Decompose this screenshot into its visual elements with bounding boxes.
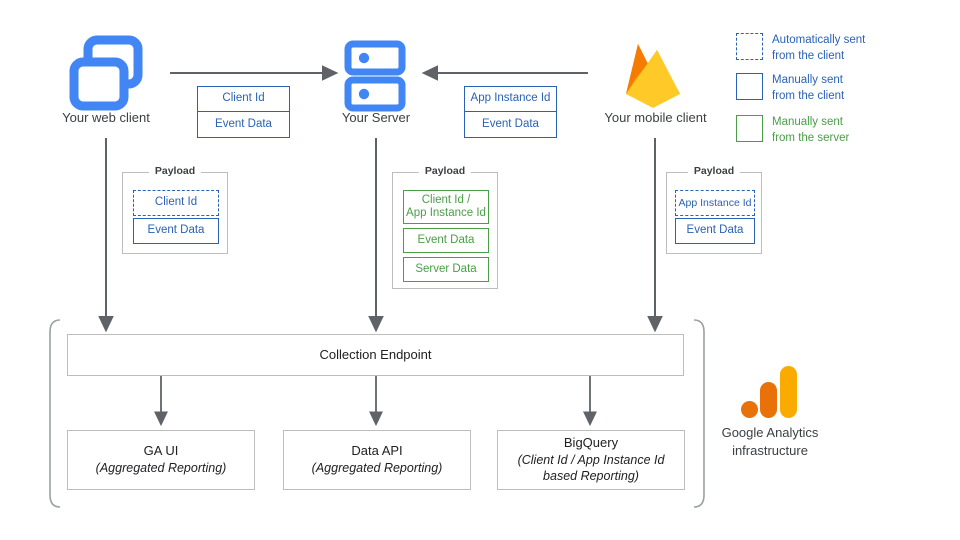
infrastructure-bracket-right (693, 319, 705, 508)
infrastructure-bracket-left (49, 319, 61, 508)
output-title: GA UI (143, 443, 179, 459)
chip-app-instance-id[interactable]: App Instance Id (675, 190, 755, 216)
output-subtitle: (Aggregated Reporting) (95, 461, 227, 476)
collection-endpoint-label: Collection Endpoint (319, 346, 432, 362)
transport-chips-web-to-server: Client Id Event Data (197, 86, 290, 138)
chip-client-id[interactable]: Client Id (197, 86, 290, 112)
node-web-client-label: Your web client (62, 110, 150, 125)
legend-item-manual-server: Manually sent from the server (736, 115, 849, 146)
google-analytics-bars-icon (741, 366, 797, 418)
legend-line1: Automatically sent (772, 34, 866, 46)
output-subtitle: (Aggregated Reporting) (311, 461, 443, 476)
ga-brand-caption: Google Analytics infrastructure (690, 424, 850, 459)
legend-line1: Manually sent (772, 116, 843, 128)
chip-client-id-app-instance-id[interactable]: Client Id / App Instance Id (403, 190, 489, 224)
payload-title: Payload (418, 165, 472, 177)
output-box-bigquery[interactable]: BigQuery (Client Id / App Instance Id ba… (497, 430, 685, 490)
legend-label: Manually sent from the client (772, 73, 844, 104)
ga-brand-line2: infrastructure (732, 442, 808, 458)
payload-server: Payload Client Id / App Instance Id Even… (392, 165, 498, 289)
chip-event-data[interactable]: Event Data (133, 218, 219, 244)
chip-event-data[interactable]: Event Data (464, 112, 557, 138)
chip-server-data[interactable]: Server Data (403, 257, 489, 282)
chip-event-data[interactable]: Event Data (197, 112, 290, 138)
node-mobile-client[interactable] (612, 34, 694, 116)
browser-windows-icon (69, 35, 143, 111)
server-rack-icon (344, 40, 406, 112)
legend-line2: from the client (772, 49, 845, 62)
collection-endpoint-box[interactable]: Collection Endpoint (67, 334, 684, 376)
chip-event-data[interactable]: Event Data (403, 228, 489, 253)
legend-label: Automatically sent from the client (772, 33, 865, 64)
chip-event-data[interactable]: Event Data (675, 218, 755, 244)
output-subtitle: (Client Id / App Instance Id based Repor… (517, 453, 665, 484)
legend-swatch-solid-blue (736, 73, 763, 100)
ga-logo (740, 364, 802, 420)
legend-line2: from the server (772, 131, 850, 144)
node-server-label: Your Server (341, 110, 411, 125)
chip-label: Client Id / App Instance Id (406, 193, 486, 219)
ga-brand-line1: Google Analytics (721, 425, 819, 440)
node-web-client[interactable] (56, 35, 156, 136)
legend-swatch-solid-green (736, 115, 763, 142)
node-server[interactable] (340, 40, 412, 114)
payload-title: Payload (148, 165, 202, 177)
legend-swatch-dashed-blue (736, 33, 763, 60)
chip-client-id[interactable]: Client Id (133, 190, 219, 216)
output-title: Data API (351, 443, 403, 459)
chip-app-instance-id[interactable]: App Instance Id (464, 86, 557, 112)
payload-web-client: Payload Client Id Event Data (122, 165, 228, 254)
output-box-data-api[interactable]: Data API (Aggregated Reporting) (283, 430, 471, 490)
node-mobile-client-label: Your mobile client (604, 110, 707, 125)
legend-label: Manually sent from the server (772, 115, 849, 146)
legend-item-automatic-client: Automatically sent from the client (736, 33, 865, 64)
transport-chips-mobile-to-server: App Instance Id Event Data (464, 86, 557, 138)
output-title: BigQuery (563, 435, 619, 451)
output-box-ga-ui[interactable]: GA UI (Aggregated Reporting) (67, 430, 255, 490)
legend-line1: Manually sent (772, 74, 843, 86)
legend-item-manual-client: Manually sent from the client (736, 73, 844, 104)
payload-mobile-client: Payload App Instance Id Event Data (666, 165, 762, 254)
legend-line2: from the client (772, 89, 845, 102)
firebase-flame-icon (626, 44, 680, 108)
payload-title: Payload (687, 165, 741, 177)
